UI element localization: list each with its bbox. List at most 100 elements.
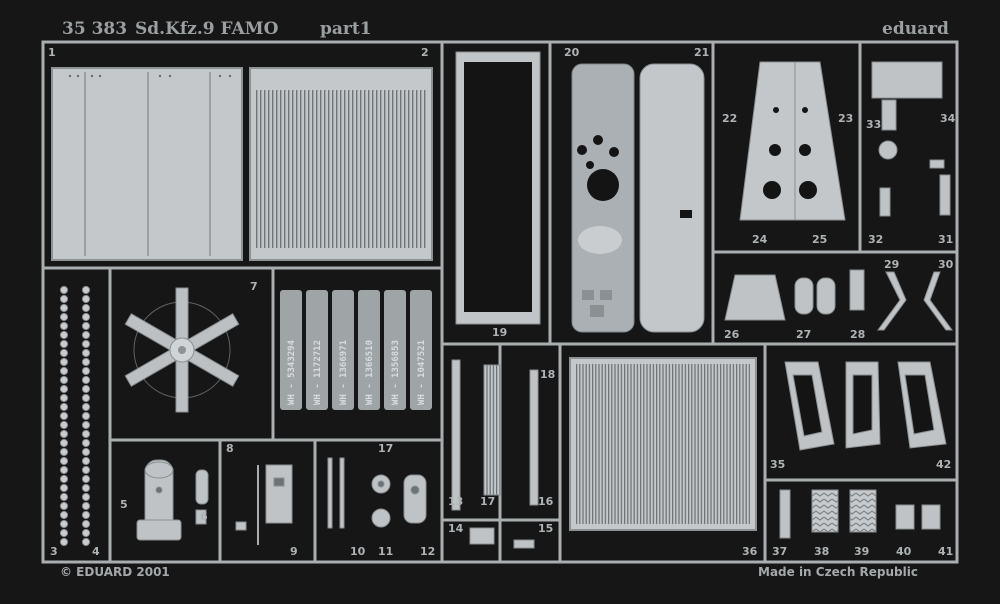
chain-link <box>81 537 91 547</box>
part-num-15: 15 <box>538 522 553 535</box>
part-num-25: 25 <box>812 233 827 246</box>
chain-link <box>81 303 91 313</box>
part-num-26: 26 <box>724 328 740 341</box>
part-num-20: 20 <box>564 46 580 59</box>
part-num-21: 21 <box>694 46 709 59</box>
chain-link <box>59 447 69 457</box>
parts-37-41-treads <box>779 489 941 539</box>
chain-link <box>59 375 69 385</box>
part-num-9: 9 <box>290 545 298 558</box>
chain-link <box>59 519 69 529</box>
part-7-fan-blades <box>124 287 240 413</box>
plate-2: WH - 1172712 <box>313 340 323 405</box>
part-num-14: 14 <box>448 522 464 535</box>
chain-link <box>81 510 91 520</box>
part-5-bracket <box>136 459 209 541</box>
part-num-33: 33 <box>866 118 881 131</box>
chain-link <box>59 483 69 493</box>
part-20-instrument-panel <box>571 63 635 333</box>
chain-link <box>81 519 91 529</box>
chain-link <box>59 528 69 538</box>
chain-link <box>59 357 69 367</box>
chain-link <box>59 303 69 313</box>
part-19-frame <box>455 51 541 325</box>
chain-link <box>81 447 91 457</box>
chain-link <box>59 348 69 358</box>
part-num-31: 31 <box>938 233 953 246</box>
chain-link <box>59 384 69 394</box>
plate-3: WH - 1366971 <box>339 340 349 405</box>
chain-link <box>59 285 69 295</box>
licence-plates: WH - 5343294 WH - 1172712 WH - 1366971 W… <box>280 290 432 410</box>
parts-10-13-small <box>327 457 427 529</box>
chain-link <box>59 393 69 403</box>
part-num-12: 12 <box>420 545 435 558</box>
part-num-11: 11 <box>378 545 393 558</box>
part-1-plain-panel <box>51 67 243 261</box>
chain-link <box>81 429 91 439</box>
part-num-37: 37 <box>772 545 787 558</box>
plate-6: WH - 1047521 <box>417 340 427 405</box>
sheet-label: part1 <box>320 19 372 39</box>
part-num-5: 5 <box>120 498 128 511</box>
chain-link <box>59 366 69 376</box>
chain-link <box>59 537 69 547</box>
brand-logo: eduard <box>882 19 949 39</box>
part-num-16: 16 <box>538 495 554 508</box>
chain-link <box>81 294 91 304</box>
part-num-36: 36 <box>742 545 758 558</box>
chain-link <box>81 528 91 538</box>
part-num-32: 32 <box>868 233 883 246</box>
chain-link <box>81 438 91 448</box>
parts-31-34-brackets <box>871 61 951 217</box>
part-num-29: 29 <box>884 258 899 271</box>
part-num-27: 27 <box>796 328 811 341</box>
chain-link <box>81 321 91 331</box>
chain-link <box>59 492 69 502</box>
chain-link <box>59 420 69 430</box>
chain-link <box>59 429 69 439</box>
carrier-frame <box>41 40 959 564</box>
chain-link <box>81 339 91 349</box>
part-num-17b: 17 <box>378 442 393 455</box>
part-num-1: 1 <box>48 46 56 59</box>
part-num-40: 40 <box>896 545 912 558</box>
part-num-23: 23 <box>838 112 853 125</box>
part-num-34: 34 <box>940 112 956 125</box>
part-num-35: 35 <box>770 458 785 471</box>
chain-link <box>81 357 91 367</box>
chain-link <box>81 474 91 484</box>
part-num-4: 4 <box>92 545 100 558</box>
origin-text: Made in Czech Republic <box>758 565 918 579</box>
chain-link <box>81 456 91 466</box>
kit-name: Sd.Kfz.9 FAMO <box>135 19 279 39</box>
parts-14-18-strips <box>451 359 539 549</box>
part-num-38: 38 <box>814 545 829 558</box>
chain-link <box>81 384 91 394</box>
chain-link <box>81 402 91 412</box>
chain-link <box>59 312 69 322</box>
chain-link <box>81 420 91 430</box>
catalog-number: 35 383 <box>62 19 127 39</box>
chain-link <box>59 456 69 466</box>
part-2-grille-panel <box>249 67 433 261</box>
part-8-9-mirror <box>235 464 293 545</box>
chain-link <box>59 438 69 448</box>
chain-link <box>59 501 69 511</box>
parts-35-42-pedals <box>784 361 947 451</box>
chain-link <box>81 366 91 376</box>
part-num-28: 28 <box>850 328 865 341</box>
part-num-7: 7 <box>250 280 258 293</box>
chain-link <box>81 411 91 421</box>
chain-link <box>81 393 91 403</box>
chain-link <box>59 465 69 475</box>
chain-link <box>81 492 91 502</box>
part-num-30: 30 <box>938 258 954 271</box>
part-num-42: 42 <box>936 458 951 471</box>
chain-link <box>59 474 69 484</box>
parts-26-30-small <box>724 269 953 331</box>
chain-link <box>81 465 91 475</box>
part-num-39: 39 <box>854 545 869 558</box>
part-num-10: 10 <box>350 545 366 558</box>
